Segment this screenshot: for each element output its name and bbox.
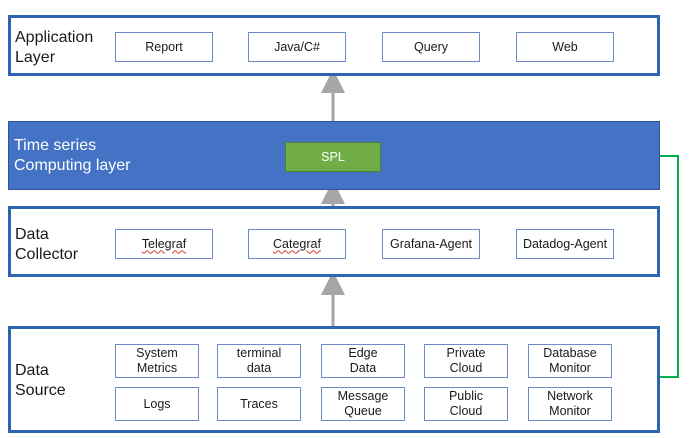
edge-data-box: Edge Data (321, 344, 405, 378)
message-queue-box: Message Queue (321, 387, 405, 421)
time-series-computing-layer: Time series Computing layer SPL (8, 121, 660, 190)
data-collector-layer: Data Collector Telegraf Categraf Grafana… (8, 206, 660, 277)
web-box: Web (516, 32, 614, 62)
public-cloud-box: Public Cloud (424, 387, 508, 421)
categraf-box: Categraf (248, 229, 346, 259)
private-cloud-box: Private Cloud (424, 344, 508, 378)
system-metrics-box: System Metrics (115, 344, 199, 378)
time-series-layer-title: Time series Computing layer (14, 137, 131, 174)
report-box: Report (115, 32, 213, 62)
application-layer: Application Layer Report Java/C# Query W… (8, 15, 660, 76)
telegraf-label: Telegraf (141, 236, 187, 251)
query-box: Query (382, 32, 480, 62)
grafana-agent-box: Grafana-Agent (382, 229, 480, 259)
data-source-title: Data Source (15, 362, 66, 399)
datadog-agent-box: Datadog-Agent (516, 229, 614, 259)
java-csharp-box: Java/C# (248, 32, 346, 62)
traces-box: Traces (217, 387, 301, 421)
categraf-label: Categraf (273, 236, 321, 251)
data-source-layer: Data Source System Metrics terminal data… (8, 326, 660, 433)
terminal-data-box: terminal data (217, 344, 301, 378)
spl-box: SPL (285, 142, 381, 172)
network-monitor-box: Network Monitor (528, 387, 612, 421)
database-monitor-box: Database Monitor (528, 344, 612, 378)
logs-box: Logs (115, 387, 199, 421)
telegraf-box: Telegraf (115, 229, 213, 259)
application-layer-title: Application Layer (15, 29, 94, 66)
data-collector-title: Data Collector (15, 226, 79, 263)
